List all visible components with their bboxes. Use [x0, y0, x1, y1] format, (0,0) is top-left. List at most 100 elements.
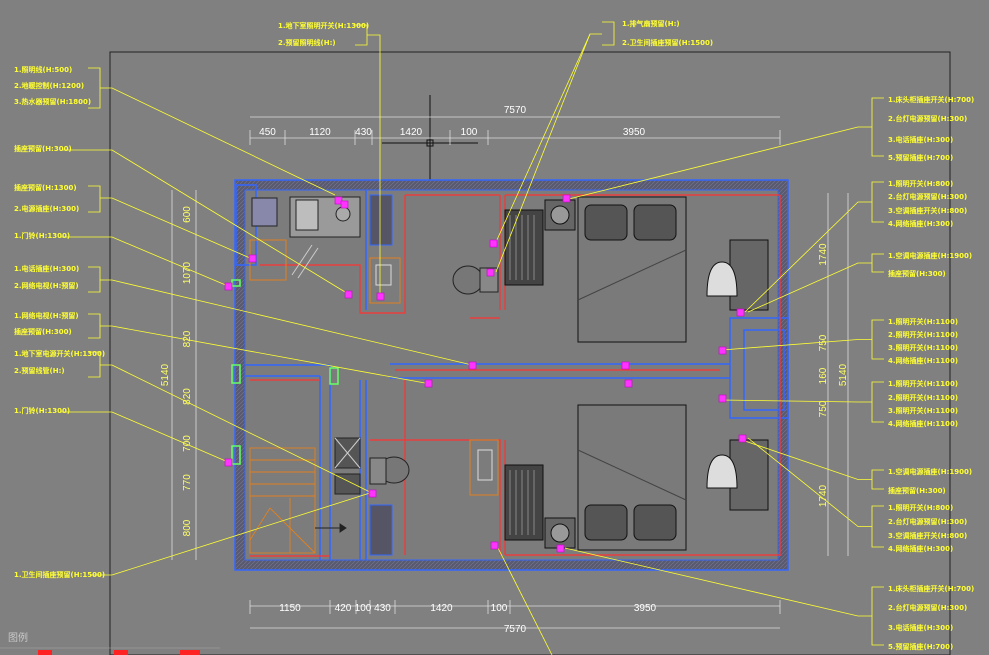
callout-label: 2.卫生间插座预留(H:1500): [622, 38, 713, 47]
outlet-marker: [224, 282, 233, 291]
outlet-marker: [490, 541, 499, 550]
callout-label: 插座预留(H:300): [14, 327, 72, 336]
callout-labels: 1.照明线(H:500) 2.地暖控制(H:1200) 3.热水器预留(H:1800…: [14, 19, 974, 651]
dimension-label: 750: [818, 334, 829, 351]
callout-label: 2.台灯电源预留(H:300): [888, 114, 967, 123]
kitchen-fixtures: [249, 194, 401, 304]
outlet-marker: [468, 361, 477, 370]
callout-label: 3.照明开关(H:1100): [888, 343, 958, 352]
outlet-markers: [224, 194, 747, 553]
dimension-label: 430: [374, 603, 391, 614]
outlet-marker: [224, 458, 233, 467]
outlet-marker: [718, 346, 727, 355]
callout-label: 1.照明开关(H:1100): [888, 317, 958, 326]
staircase: [249, 447, 347, 554]
dimension-label: 100: [491, 603, 508, 614]
callout-label: 2.台灯电源预留(H:300): [888, 517, 967, 526]
drawing-frame: [109, 51, 951, 655]
callout-label: 1.门铃(H:1300): [14, 231, 70, 240]
dimension-label: 1070: [182, 261, 193, 284]
dimension-total-right: 5140: [838, 363, 849, 386]
dimension-label: 430: [355, 127, 372, 138]
dimension-label: 160: [818, 367, 829, 384]
callout-label: 插座预留(H:300): [888, 269, 946, 278]
dimension-label: 1420: [430, 603, 453, 614]
callout-label: 1.空调电源插座(H:1900): [888, 467, 972, 476]
callout-label: 5.预留插座(H:700): [888, 642, 953, 651]
bathroom-fixtures: [334, 265, 499, 556]
callout-label: 插座预留(H:300): [14, 144, 72, 153]
callout-label: 4.网络插座(H:300): [888, 544, 953, 553]
callout-label: 2.网络电视(H:预留): [14, 281, 79, 290]
dimension-label: 3950: [623, 127, 646, 138]
crosshair-cursor: [382, 95, 478, 190]
callout-label: 1.卫生间插座预留(H:1500): [14, 570, 105, 579]
callout-label: 1.照明开关(H:800): [888, 503, 953, 512]
callout-label: 3.空调插座开关(H:800): [888, 206, 967, 215]
dimension-label: 1740: [818, 484, 829, 507]
dimension-label: 800: [182, 519, 193, 536]
outlet-marker: [248, 254, 257, 263]
callout-label: 5.预留插座(H:700): [888, 153, 953, 162]
interior-walls: [235, 184, 789, 560]
callout-label: 插座预留(H:300): [888, 486, 946, 495]
dimension-label: 100: [461, 127, 478, 138]
outlet-marker: [368, 489, 377, 498]
outlet-marker: [738, 434, 747, 443]
legend-swatch: [180, 650, 200, 655]
outlet-marker: [624, 379, 633, 388]
callout-label: 2.电源插座(H:300): [14, 204, 79, 213]
callout-label: 1.空调电源插座(H:1900): [888, 251, 972, 260]
callout-label: 3.电话插座(H:300): [888, 623, 953, 632]
legend-swatch: [38, 650, 52, 655]
outlet-marker: [334, 196, 343, 205]
outlet-marker: [376, 292, 385, 301]
callout-label: 3.热水器预留(H:1800): [14, 97, 91, 106]
dimension-label: 600: [182, 206, 193, 223]
dimension-label: 1150: [279, 603, 301, 614]
partitions: [250, 194, 781, 557]
callout-label: 1.地下室电源开关(H:1300): [14, 349, 105, 358]
dimension-label: 420: [335, 603, 352, 614]
dimension-label: 3950: [634, 603, 657, 614]
dimension-labels: 7570 450 1120 430 1420 100 3950 7570 1150 420 100 4…: [160, 105, 849, 635]
callout-label: 插座预留(H:1300): [14, 183, 77, 192]
dimension-label: 770: [182, 474, 193, 491]
dimension-label: 750: [818, 400, 829, 417]
callout-label: 2.地暖控制(H:1200): [14, 81, 84, 90]
callout-label: 4.网络插座(H:300): [888, 219, 953, 228]
outlet-marker: [562, 194, 571, 203]
outlet-marker: [621, 361, 630, 370]
dimension-total-top: 7570: [504, 105, 527, 116]
dimension-label: 1120: [309, 127, 331, 138]
callout-label: 4.网络插座(H:1100): [888, 419, 958, 428]
outlet-marker: [486, 268, 495, 277]
dimension-label: 700: [182, 435, 193, 452]
callout-label: 1.照明开关(H:1100): [888, 379, 958, 388]
callout-label: 2.台灯电源预留(H:300): [888, 603, 967, 612]
dimension-label: 820: [182, 388, 193, 405]
callout-label: 1.排气扇预留(H:): [622, 19, 680, 28]
dimension-total-left: 5140: [160, 363, 171, 386]
dimension-label: 820: [182, 330, 193, 347]
dimension-total-bottom: 7570: [504, 624, 527, 635]
callout-label: 1.床头柜插座开关(H:700): [888, 584, 974, 593]
outlet-marker: [556, 544, 565, 553]
callout-label: 2.照明开关(H:1100): [888, 393, 958, 402]
callout-label: 1.门铃(H:1300): [14, 406, 70, 415]
callout-label: 3.电话插座(H:300): [888, 135, 953, 144]
callout-label: 1.网络电视(H:预留): [14, 311, 79, 320]
outlet-marker: [344, 290, 353, 299]
callout-label: 1.照明线(H:500): [14, 65, 72, 74]
outlet-marker: [489, 239, 498, 248]
dimension-label: 1740: [818, 243, 829, 266]
callout-leaders: [60, 21, 884, 655]
outlet-marker: [736, 308, 745, 317]
callout-label: 2.预留线管(H:): [14, 366, 65, 375]
callout-label: 2.台灯电源预留(H:300): [888, 192, 967, 201]
dimension-label: 450: [259, 127, 276, 138]
callout-label: 2.照明开关(H:1100): [888, 330, 958, 339]
callout-label: 3.空调插座开关(H:800): [888, 531, 967, 540]
legend-swatch: [114, 650, 128, 655]
